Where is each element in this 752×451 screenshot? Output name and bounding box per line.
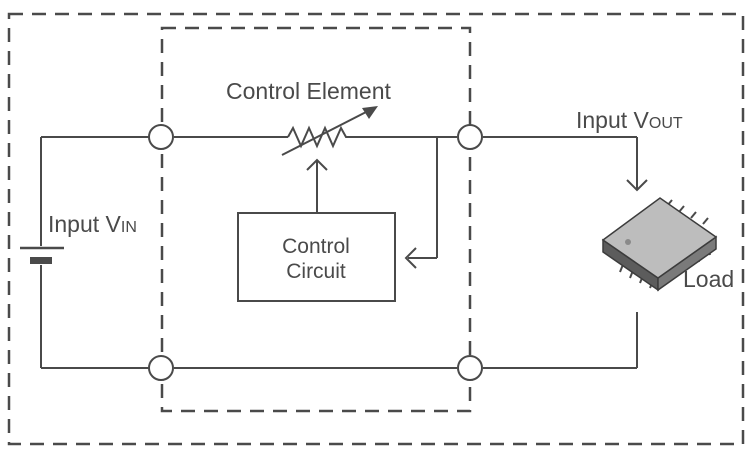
outer-boundary bbox=[7, 12, 745, 446]
output-arrow bbox=[626, 137, 648, 192]
node-output-top bbox=[457, 124, 483, 150]
terminal-nodes bbox=[148, 124, 483, 381]
control-circuit-label-line1: Control bbox=[282, 235, 350, 258]
bottom-wire bbox=[40, 265, 638, 369]
node-input-top bbox=[148, 124, 174, 150]
input-vout-label: Input VOUT bbox=[576, 107, 683, 133]
node-input-bottom bbox=[148, 355, 174, 381]
battery-icon bbox=[20, 246, 64, 264]
control-circuit-box bbox=[237, 212, 396, 302]
variable-resistor-icon bbox=[281, 106, 378, 156]
control-element-label: Control Element bbox=[226, 78, 392, 104]
control-signal-wire bbox=[306, 158, 328, 212]
load-label: Load bbox=[683, 266, 734, 292]
top-wire bbox=[40, 136, 637, 246]
input-vin-label: Input VIN bbox=[48, 211, 137, 237]
node-output-bottom bbox=[457, 355, 483, 381]
load-chip-icon bbox=[601, 197, 718, 292]
feedback-wire bbox=[404, 137, 438, 269]
control-circuit-label-line2: Circuit bbox=[286, 260, 346, 283]
